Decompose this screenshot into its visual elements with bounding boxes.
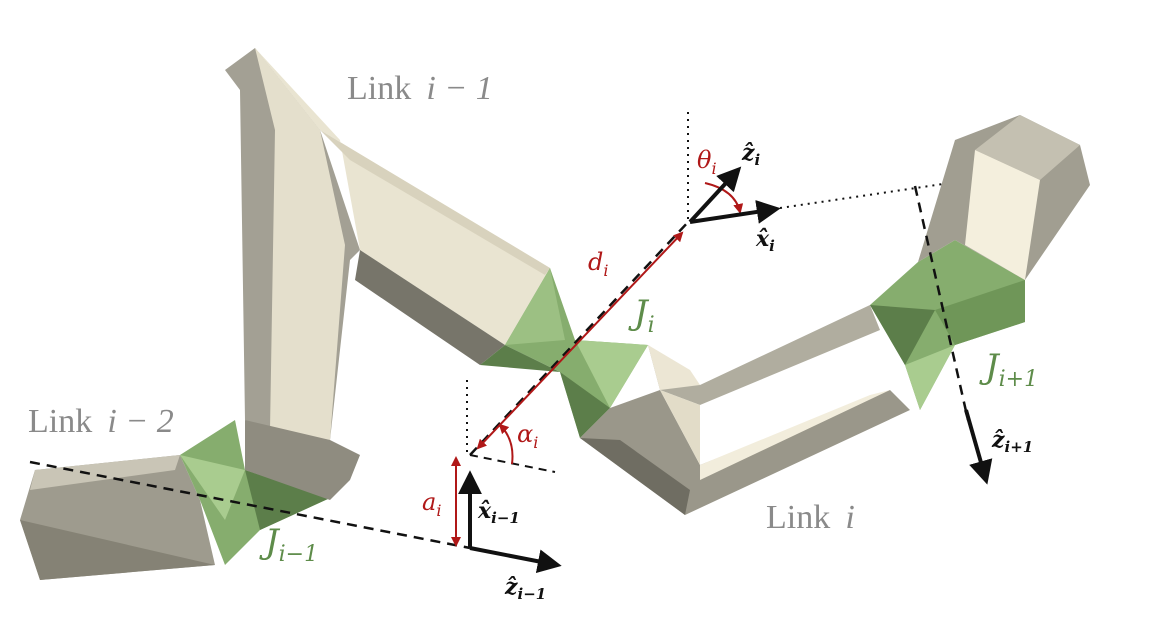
link-i-minus-1-shape	[225, 48, 550, 500]
dimension-annotations	[451, 182, 744, 547]
text-labels: Link i − 1 Link i − 2 Link i Ji Ji−1 Ji+…	[28, 70, 1038, 603]
joint-i-minus-1-shape	[180, 420, 330, 565]
frame-arrows	[458, 166, 993, 574]
joint-i-minus-1-label: Ji−1	[259, 522, 318, 567]
x-i-arrow	[689, 200, 781, 224]
a-i-label: ai	[422, 488, 441, 520]
alpha-i-label: αi	[517, 420, 538, 452]
z-i-plus-1-label: ẑi+1	[991, 427, 1033, 456]
link-i-minus-2-shape	[20, 455, 215, 580]
z-i-minus-1-label: ẑi−1	[504, 574, 546, 603]
x-i-label: x̂i	[755, 226, 775, 255]
joint-i-label: Ji	[628, 293, 655, 338]
z-i-label: ẑi	[741, 140, 761, 169]
z-axis-i-minus-1-line	[29, 460, 471, 550]
z-i-plus-1-arrow	[964, 409, 993, 485]
link-i-minus-2-label: Link i − 2	[28, 403, 174, 440]
z-i-arrow	[688, 166, 742, 224]
alpha-i-arc	[498, 423, 514, 465]
theta-i-arc	[704, 182, 744, 214]
theta-i-label: θi	[697, 146, 717, 178]
link-i-minus-1-label: Link i − 1	[347, 70, 493, 107]
d-i-dimension-line	[476, 231, 684, 450]
link-i-shape	[580, 305, 910, 515]
x-i-minus-1-label: x̂i−1	[477, 498, 520, 527]
d-i-label: di	[588, 248, 609, 280]
z-i-minus-1-arrow	[469, 546, 562, 574]
link-i-label: Link i	[766, 499, 855, 536]
z-axis-i-plus-1-line	[913, 185, 970, 421]
joint-i-plus-1-label: Ji+1	[979, 347, 1038, 392]
link-i-plus-1-shape	[918, 115, 1090, 280]
